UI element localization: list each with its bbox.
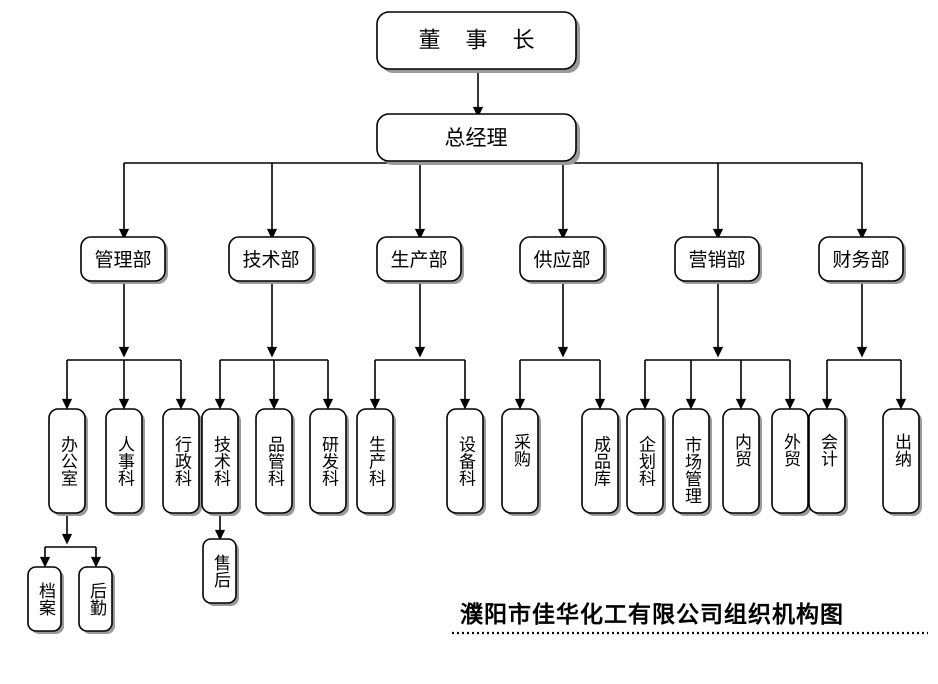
department-3-box [376, 236, 462, 282]
section-3-box [162, 408, 200, 514]
section-8-label: 设备科 [455, 435, 476, 486]
diagram-title-group: 濮阳市佳华化工有限公司组织机构图 [452, 601, 928, 635]
section-16-box [882, 408, 920, 514]
section-13-box [722, 408, 760, 514]
section-9-box [501, 408, 539, 514]
department-5-box [674, 236, 760, 282]
node-section-14[interactable]: 外贸 [771, 408, 811, 516]
section-13-label: 内贸 [731, 433, 751, 467]
node-section-13[interactable]: 内贸 [722, 408, 762, 516]
node-section-16[interactable]: 出纳 [882, 408, 922, 516]
node-unit-1[interactable]: 档案 [27, 566, 64, 634]
section-10-box [581, 408, 619, 514]
section-8-box [446, 408, 484, 514]
section-11-label: 企划科 [635, 435, 656, 486]
connector-layer [39, 70, 907, 568]
section-15-box [808, 408, 846, 514]
section-9-label: 采购 [510, 433, 531, 468]
unit-3-label: 售后 [210, 554, 231, 588]
section-4-label: 技术科 [210, 435, 231, 486]
section-12-label: 市场管理 [681, 436, 702, 504]
chairman-label: 董 事 长 [419, 29, 544, 54]
section-7-box [356, 408, 394, 514]
node-section-8[interactable]: 设备科 [446, 408, 486, 516]
section-2-box [105, 408, 143, 514]
node-section-9[interactable]: 采购 [501, 408, 541, 516]
chairman-box [376, 11, 577, 70]
node-section-11[interactable]: 企划科 [626, 408, 666, 516]
node-section-1[interactable]: 办公室 [48, 408, 88, 516]
department-1-label: 管理部 [94, 249, 151, 271]
department-5-label: 营销部 [688, 249, 745, 271]
node-section-7[interactable]: 生产科 [356, 408, 396, 516]
node-section-2[interactable]: 人事科 [105, 408, 145, 516]
node-section-10[interactable]: 成品库 [581, 408, 621, 516]
node-section-15[interactable]: 会计 [808, 408, 848, 516]
node-department-6[interactable]: 财务部 [818, 236, 906, 284]
section-7-label: 生产科 [365, 435, 386, 486]
section-5-label: 品管科 [264, 436, 285, 487]
section-11-box [626, 408, 664, 514]
node-chairman[interactable]: 董 事 长 [376, 11, 580, 73]
section-1-box [48, 408, 86, 514]
section-12-box [672, 408, 710, 514]
node-unit-2[interactable]: 后勤 [78, 566, 115, 634]
node-section-12[interactable]: 市场管理 [672, 408, 712, 516]
node-section-6[interactable]: 研发科 [309, 408, 349, 516]
unit-1-box [27, 566, 62, 632]
unit-2-label: 后勤 [86, 582, 107, 617]
department-2-label: 技术部 [242, 249, 299, 271]
section-3-label: 行政科 [171, 435, 192, 486]
department-3-label: 生产部 [390, 249, 447, 271]
department-4-label: 供应部 [533, 249, 590, 271]
unit-2-box [78, 566, 113, 632]
section-4-box [201, 408, 239, 514]
section-14-box [771, 408, 809, 514]
node-section-5[interactable]: 品管科 [255, 408, 295, 516]
section-6-box [309, 408, 347, 514]
department-2-box [228, 236, 314, 282]
node-department-1[interactable]: 管理部 [80, 236, 168, 284]
section-10-label: 成品库 [590, 435, 611, 486]
node-department-4[interactable]: 供应部 [519, 236, 607, 284]
node-general-manager[interactable]: 总经理 [376, 113, 580, 165]
node-unit-3[interactable]: 售后 [202, 538, 239, 606]
section-5-box [255, 408, 293, 514]
unit-3-box [202, 538, 237, 604]
department-6-label: 财务部 [832, 249, 889, 271]
node-department-5[interactable]: 营销部 [674, 236, 762, 284]
section-2-label: 人事科 [114, 435, 135, 486]
node-department-3[interactable]: 生产部 [376, 236, 464, 284]
node-section-3[interactable]: 行政科 [162, 408, 202, 516]
section-1-label: 办公室 [57, 435, 78, 486]
section-15-label: 会计 [817, 433, 838, 467]
gm-box [376, 113, 577, 162]
department-6-box [818, 236, 904, 282]
gm-label: 总经理 [445, 126, 508, 150]
node-section-4[interactable]: 技术科 [201, 408, 241, 516]
section-14-label: 外贸 [780, 433, 801, 467]
node-department-2[interactable]: 技术部 [228, 236, 316, 284]
section-16-label: 出纳 [891, 433, 912, 468]
unit-1-label: 档案 [35, 582, 56, 616]
department-1-box [80, 236, 166, 282]
diagram-title: 濮阳市佳华化工有限公司组织机构图 [460, 601, 844, 628]
department-4-box [519, 236, 605, 282]
section-6-label: 研发科 [318, 436, 339, 487]
